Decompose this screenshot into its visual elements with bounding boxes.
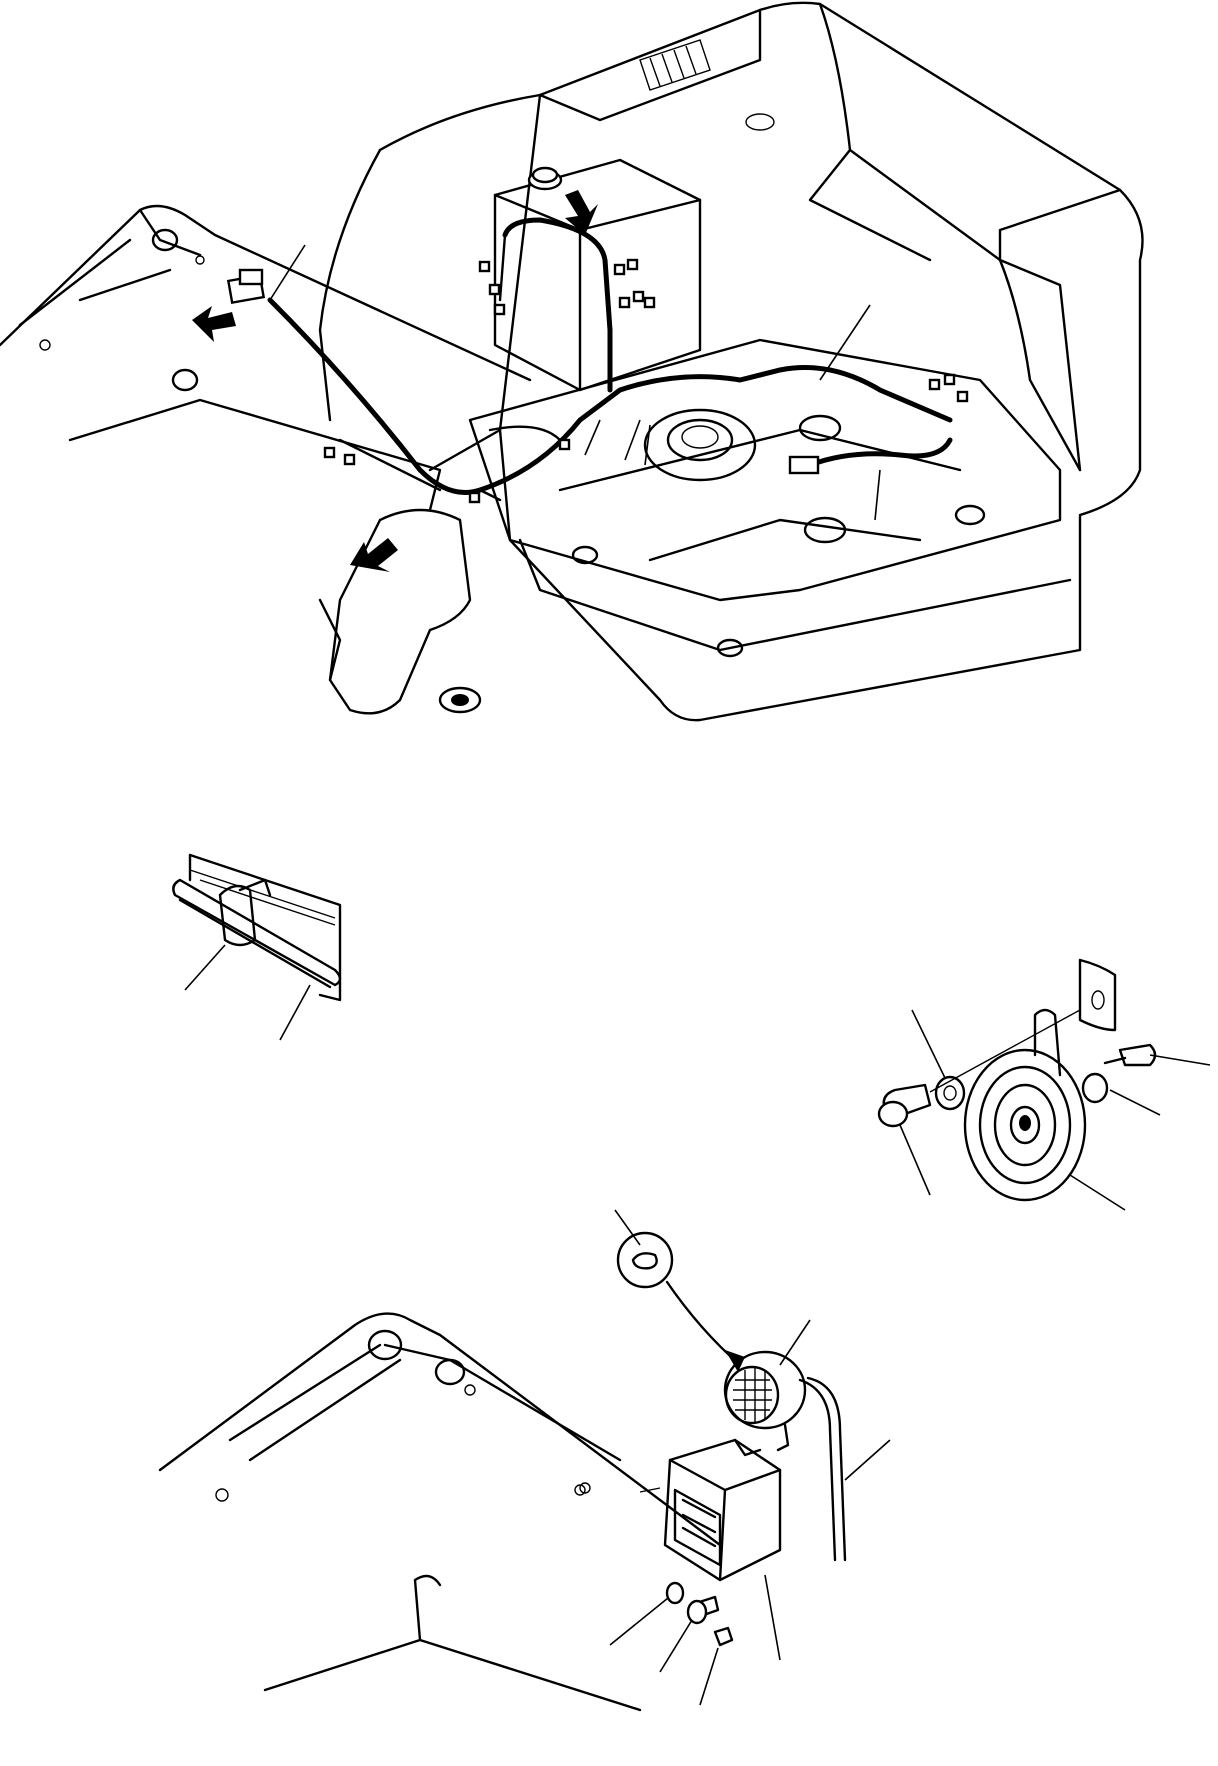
bulb-icon — [631, 1252, 658, 1270]
washer-icon — [934, 1075, 966, 1111]
clamp-detail-view — [172, 853, 342, 1041]
direction-arrows — [192, 190, 598, 572]
work-lamp-view — [158, 1209, 891, 1712]
washer-icon — [665, 1581, 685, 1605]
nut-icon — [713, 1626, 734, 1647]
main-wiring-harness — [267, 217, 953, 502]
lamp-fasteners — [579, 1482, 734, 1647]
bolt-icon — [1118, 1043, 1157, 1067]
harness-connectors — [226, 258, 969, 504]
top-view-leaders — [269, 244, 881, 521]
horn-mounting-view — [877, 958, 1211, 1211]
bulb-detail — [616, 1231, 745, 1372]
horn-icon — [963, 1008, 1087, 1202]
work-lamp-icon — [723, 1350, 807, 1452]
cap-icon — [745, 113, 775, 131]
lamp-cable — [798, 1378, 837, 1562]
boom-top-view — [0, 204, 532, 512]
engine-cover-outline — [498, 1, 1144, 722]
arrow-icon — [350, 538, 398, 572]
tank-box — [493, 158, 702, 392]
arrow-icon — [565, 190, 598, 235]
lamp-bracket — [663, 1438, 782, 1582]
upper-structure-view — [0, 1, 1144, 722]
engine-grille — [639, 39, 711, 91]
swing-bearing — [643, 408, 757, 482]
arrow-icon — [192, 306, 236, 342]
washer-icon — [1081, 1072, 1109, 1104]
